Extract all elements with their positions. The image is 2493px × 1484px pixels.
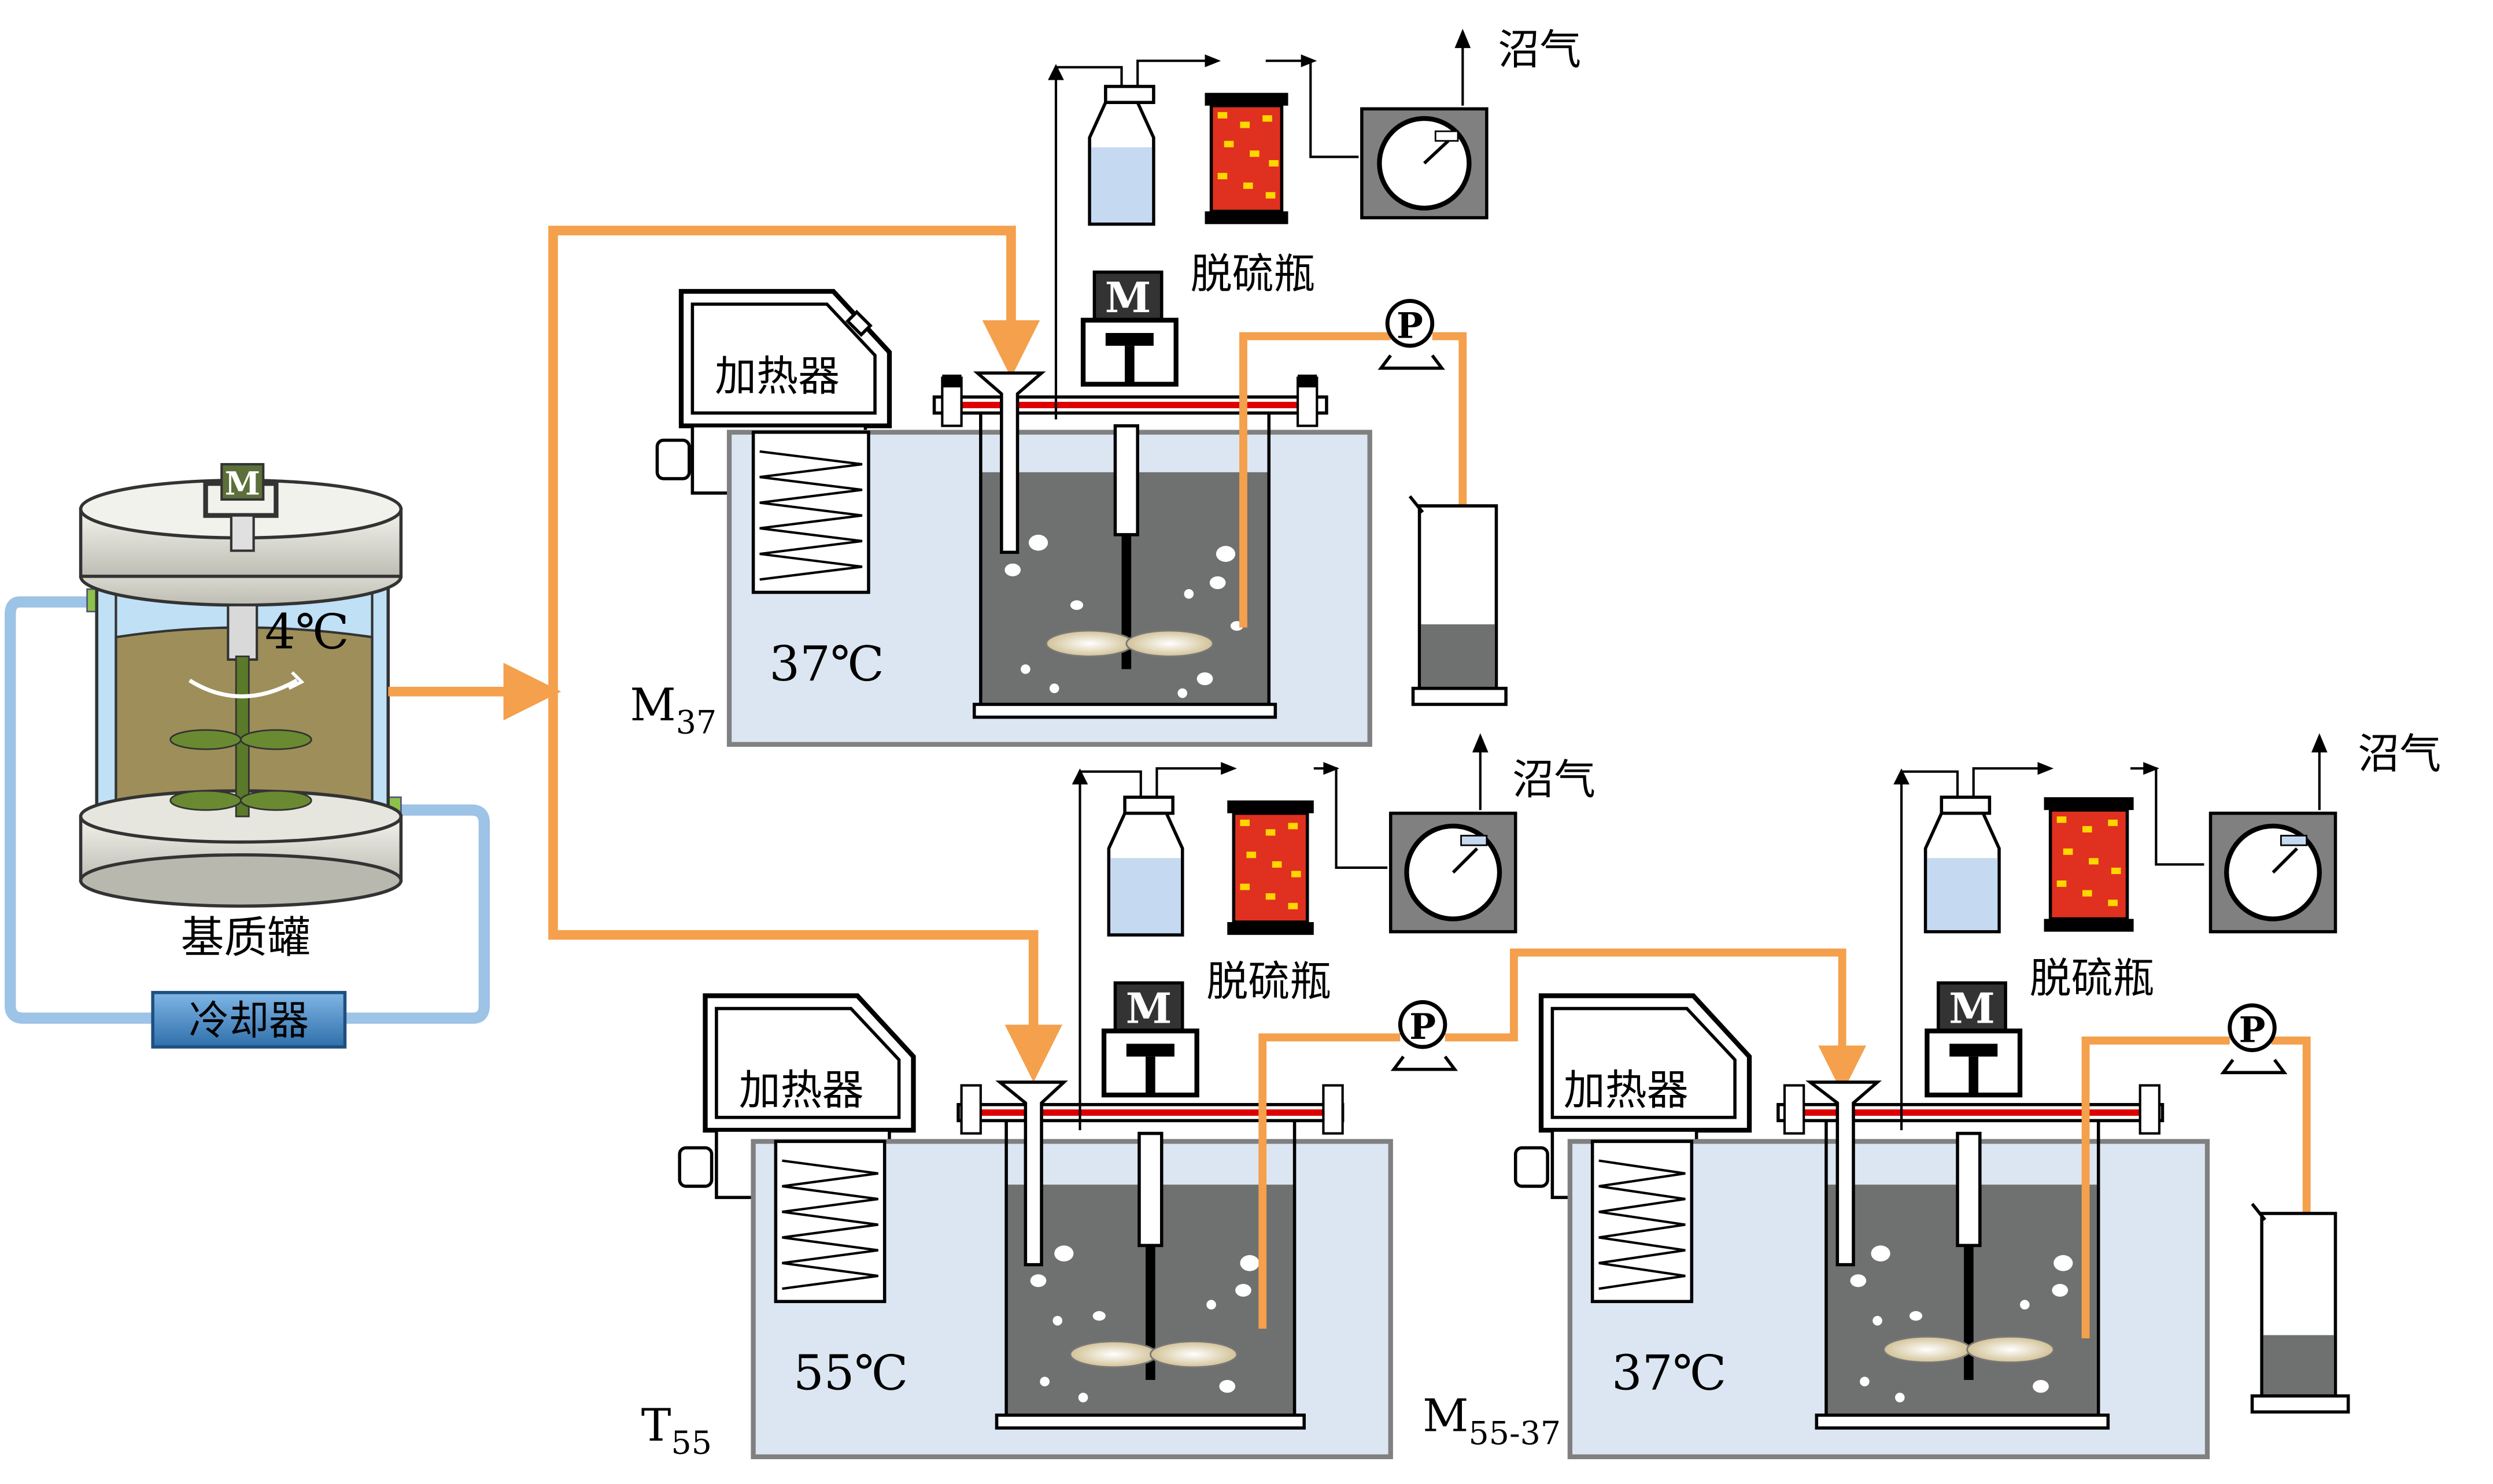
- biogas-label-r2: 沼气: [1512, 755, 1595, 804]
- biogas-label-r3: 沼气: [2358, 730, 2441, 778]
- desulfurizer-label-r1: 脱硫瓶: [1191, 249, 1316, 298]
- motor-label-r1: M: [1105, 273, 1151, 322]
- reactor-m55-37: 加热器 37℃ M P: [1423, 730, 2441, 1460]
- reactor-t55: 加热器 55℃ M P: [641, 733, 1842, 1461]
- pump-label-r2: P: [1409, 1006, 1436, 1048]
- cooling-loop-pipe: [5, 596, 490, 1024]
- reactor-name-r2: T55: [641, 1400, 712, 1461]
- cooler-label: 冷却器: [189, 998, 309, 1044]
- substrate-tank: M 4℃ 基质罐 冷却器: [5, 462, 490, 1049]
- feed-lines: [388, 225, 1063, 1082]
- reactor-name-r1: M37: [630, 679, 716, 741]
- heater-label-r3: 加热器: [1564, 1066, 1689, 1115]
- motor-label-r3: M: [1949, 983, 1995, 1032]
- tank-temp-label: 4℃: [265, 604, 349, 660]
- pump-label-r1: P: [1397, 305, 1423, 346]
- bath-temp-r3: 37℃: [1612, 1345, 1727, 1401]
- reactor-name-r3: M55-37: [1423, 1390, 1561, 1452]
- heater-label-r1: 加热器: [715, 352, 840, 401]
- desulfurizer-label-r2: 脱硫瓶: [1206, 957, 1331, 1005]
- heater-label-r2: 加热器: [739, 1066, 864, 1115]
- biogas-label-r1: 沼气: [1498, 25, 1581, 74]
- bath-temp-r1: 37℃: [769, 636, 884, 692]
- cooler-box: [151, 991, 347, 1049]
- reactor-m37: 加热器 37℃ M: [630, 25, 1581, 747]
- motor-label-r2: M: [1126, 983, 1172, 1032]
- tank-motor-label: M: [225, 465, 260, 503]
- substrate-tank-label: 基质罐: [181, 913, 311, 963]
- desulfurizer-label-r3: 脱硫瓶: [2030, 954, 2155, 1002]
- pump-label-r3: P: [2239, 1010, 2266, 1051]
- bath-temp-r2: 55℃: [793, 1345, 908, 1401]
